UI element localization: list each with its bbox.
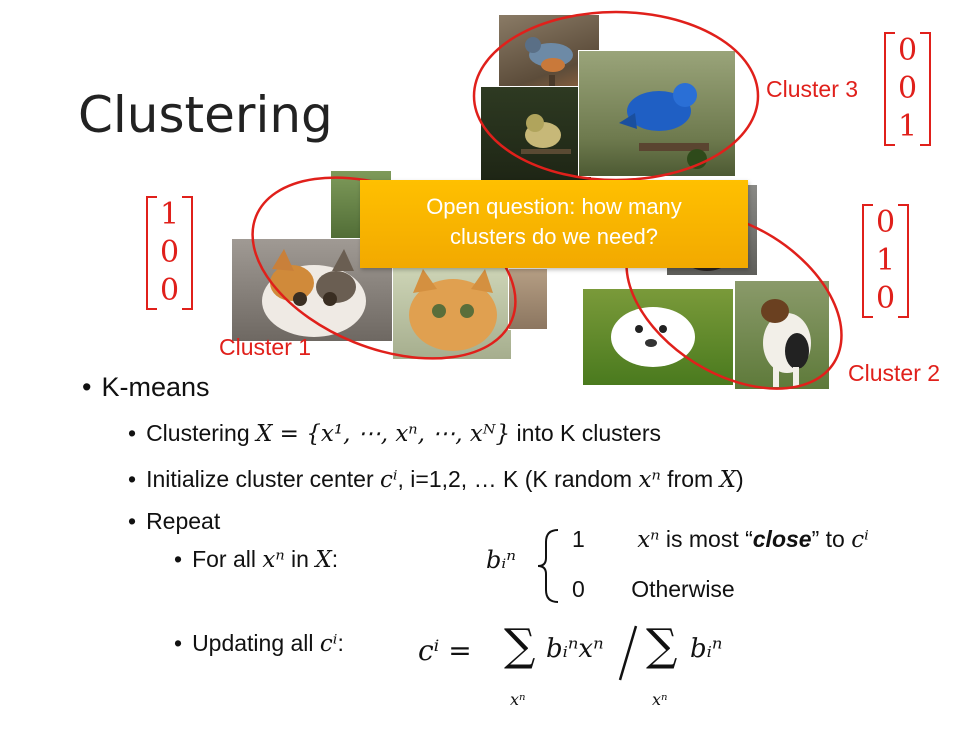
slide-title: Clustering (78, 86, 333, 144)
step2-math: cⁱ (380, 467, 398, 493)
bird-photo-2 (480, 86, 592, 188)
step2-post: ) (735, 466, 744, 492)
case1-text-a: is most “ (659, 526, 753, 552)
forall-post: : (331, 546, 339, 572)
cluster-2-vector-2: 0 (876, 281, 896, 316)
case1-math: xⁿ (637, 527, 660, 553)
piecewise-brace (537, 529, 559, 603)
sum-symbol-1: ∑ (504, 620, 536, 671)
cluster-1-vector-1: 0 (160, 235, 180, 270)
step2-mid: , i=1,2, … K (K random (397, 466, 639, 492)
cluster-1-vector-0: 1 (160, 197, 180, 232)
case-otherwise: 0 Otherwise (572, 576, 735, 603)
forall-in: in (284, 546, 316, 572)
cluster-3-ellipse (472, 10, 760, 182)
formula-lhs: cⁱ = (418, 634, 472, 667)
dog-photo-3 (734, 280, 830, 390)
bullet-initialize-step: •Initialize cluster center cⁱ, i=1,2, … … (128, 466, 744, 493)
bullet-update: •Updating all cⁱ: (174, 630, 344, 657)
case-close: 1 xⁿ is most “close” to cⁱ (572, 526, 869, 553)
kmeans-label: K-means (101, 372, 210, 402)
forall-math2: X (315, 547, 332, 573)
forall-text: For all (192, 546, 263, 572)
case1-math2: cⁱ (851, 527, 869, 553)
repeat-label: Repeat (146, 508, 221, 534)
formula-numerator: bᵢⁿxⁿ (546, 634, 604, 664)
bullet-kmeans: •K-means (82, 372, 210, 402)
step1-post: into K clusters (510, 420, 661, 446)
cluster-3-vector-0: 0 (898, 33, 918, 68)
case1-text-b: ” to (811, 526, 852, 552)
sum-sub-1: xⁿ (510, 690, 526, 709)
bullet-repeat: •Repeat (128, 508, 221, 534)
case0-text: Otherwise (631, 576, 735, 602)
update-post: : (337, 630, 344, 656)
cluster-1-label: Cluster 1 (219, 334, 312, 360)
step2-from: from (660, 466, 720, 492)
cluster-1-vector-2: 0 (160, 273, 180, 308)
cluster-2-vector-0: 0 (876, 205, 896, 240)
step1-text: Clustering (146, 420, 256, 446)
cluster-2-label: Cluster 2 (848, 360, 941, 386)
open-question-callout: Open question: how many clusters do we n… (360, 180, 748, 268)
step1-math: X = {x¹, ⋯, xⁿ, ⋯, xᴺ} (256, 421, 511, 447)
cat-photo-3 (392, 262, 512, 360)
case0-value: 0 (572, 576, 585, 602)
division-slash (618, 625, 638, 681)
update-text: Updating all (192, 630, 320, 656)
cluster-3-vector: 0 0 1 (884, 32, 932, 146)
cluster-3-vector-1: 0 (898, 71, 918, 106)
step2-math3: X (719, 467, 736, 493)
cluster-1-vector: 1 0 0 (146, 196, 194, 310)
cluster-3-label: Cluster 3 (766, 76, 859, 102)
formula-denominator: bᵢⁿ (690, 634, 723, 664)
step2-math2: xⁿ (638, 467, 661, 493)
bullet-clustering-step: •Clustering X = {x¹, ⋯, xⁿ, ⋯, xᴺ} into … (128, 420, 661, 447)
callout-line-2: clusters do we need? (450, 224, 658, 249)
cluster-2-vector: 0 1 0 (862, 204, 910, 318)
case1-value: 1 (572, 526, 585, 552)
step2-text: Initialize cluster center (146, 466, 380, 492)
sum-sub-2: xⁿ (652, 690, 668, 709)
case1-bold: close (752, 526, 812, 552)
update-math: cⁱ (319, 631, 338, 657)
callout-line-1: Open question: how many (426, 194, 682, 219)
cluster-3-vector-2: 1 (898, 109, 918, 144)
bullet-for-all: •For all xⁿ in X: (174, 546, 339, 573)
sum-symbol-2: ∑ (646, 620, 678, 671)
cluster-2-vector-1: 1 (876, 243, 896, 278)
forall-math: xⁿ (262, 547, 285, 573)
b-symbol: bᵢⁿ (486, 546, 516, 574)
cat-photo-4 (508, 268, 548, 330)
